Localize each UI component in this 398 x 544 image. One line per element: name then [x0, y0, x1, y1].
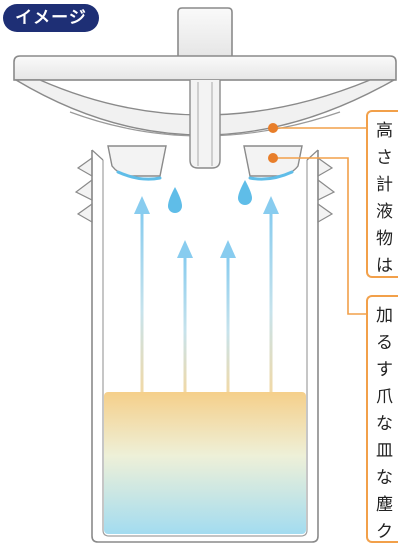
vapor-arrows [134, 196, 279, 392]
note-line: な [376, 468, 393, 488]
condensation-left [116, 170, 162, 181]
vapor-arrow [220, 240, 236, 392]
note-line: な [376, 414, 393, 434]
note-line: さ [376, 148, 393, 168]
note-line: 高 [376, 121, 393, 141]
note-line: る [376, 333, 393, 353]
note-line: す [376, 360, 393, 380]
note-line: 物 [376, 229, 393, 249]
note-line: ク [376, 522, 393, 542]
vapor-arrow [177, 240, 193, 392]
note-line: 塵 [376, 495, 393, 515]
vapor-arrow [134, 196, 150, 392]
note-line: 加 [376, 306, 393, 326]
note-line: 計 [376, 175, 393, 195]
callout-note-bottom: 加 る す 爪 な 皿 な 塵 ク [366, 295, 398, 543]
jar-inner-wall [102, 160, 308, 537]
droplet [238, 180, 252, 205]
liquid [104, 392, 306, 534]
jar-outer-wall [91, 150, 319, 543]
callout-connector-top [268, 123, 366, 133]
image-badge: イメージ [3, 4, 99, 32]
cap-disc [13, 55, 397, 81]
cap-dome [13, 79, 397, 136]
droplet [168, 187, 182, 213]
callout-connector-bottom [268, 153, 366, 315]
cap-center-post [189, 80, 221, 169]
cap-knob [177, 7, 233, 56]
note-line: 皿 [376, 441, 393, 461]
vapor-arrow [263, 196, 279, 392]
jar-thread-right [317, 156, 336, 224]
jar-rim-left [91, 149, 104, 161]
callout-note-top: 高 さ 計 液 物 は [366, 110, 398, 278]
note-line: は [376, 256, 393, 276]
note-line: 液 [376, 202, 393, 222]
jar-thread-left [74, 156, 93, 224]
note-line: 爪 [376, 387, 393, 407]
condensation-right [248, 170, 294, 181]
